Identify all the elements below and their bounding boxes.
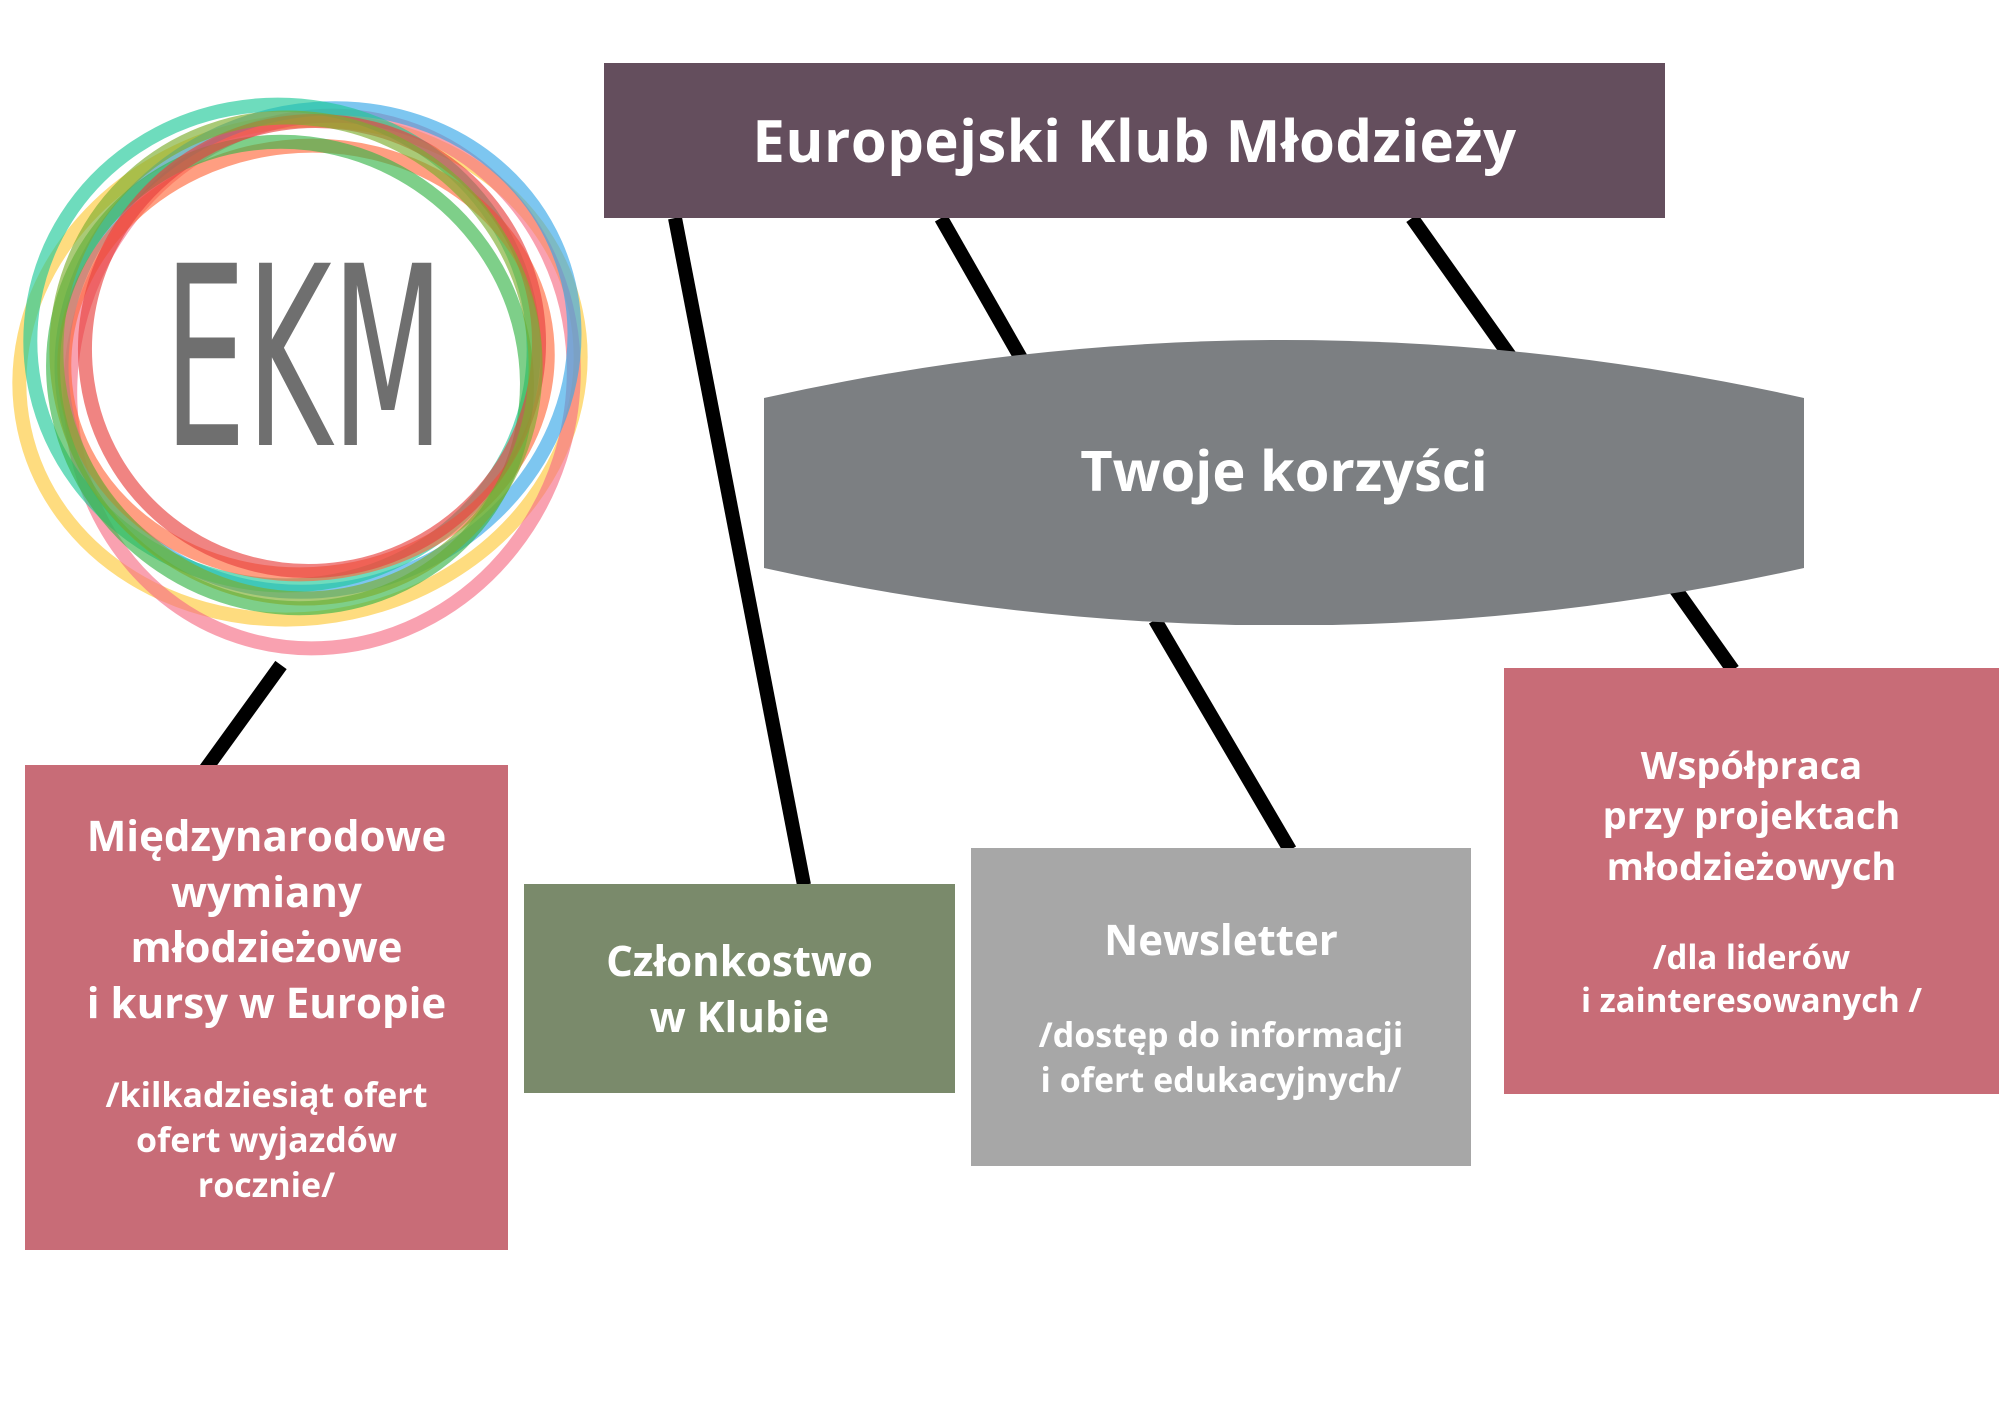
newsletter-subtitle: /dostęp do informacji i ofert edukacyjny…	[1038, 1010, 1404, 1102]
newsletter-title: Newsletter	[1104, 911, 1338, 969]
benefits-label: Twoje korzyści	[1080, 432, 1488, 508]
connector-logo-exchanges	[199, 660, 287, 775]
logo-text: EKM	[164, 213, 444, 504]
benefits-shape	[764, 340, 1804, 625]
logo-ring-red	[77, 113, 547, 579]
logo-ring-olive	[49, 110, 543, 606]
exchanges-title: Międzynarodowe wymiany młodzieżowe i kur…	[86, 807, 447, 1031]
cooperation-box: Współpraca przy projektach młodzieżowych…	[1504, 668, 1999, 1094]
cooperation-subtitle: /dla liderów i zainteresowanych /	[1580, 933, 1923, 1023]
exchanges-subtitle: /kilkadziesiąt ofert ofert wyjazdów rocz…	[105, 1071, 428, 1207]
cooperation-title: Współpraca przy projektach młodzieżowych	[1602, 739, 1901, 892]
title-text: Europejski Klub Młodzieży	[752, 100, 1517, 180]
connector-benefits-newsletter	[1148, 616, 1297, 854]
connector-title-benefits	[934, 214, 1029, 364]
newsletter-box: Newsletter /dostęp do informacji i ofert…	[971, 848, 1471, 1166]
connector-title-membership	[668, 216, 811, 887]
title-box: Europejski Klub Młodzieży	[604, 63, 1665, 218]
membership-box: Członkostwo w Klubie	[524, 884, 955, 1093]
ekm-logo: EKM	[12, 97, 588, 656]
membership-title: Członkostwo w Klubie	[606, 932, 873, 1045]
exchanges-box: Międzynarodowe wymiany młodzieżowe i kur…	[25, 765, 508, 1250]
